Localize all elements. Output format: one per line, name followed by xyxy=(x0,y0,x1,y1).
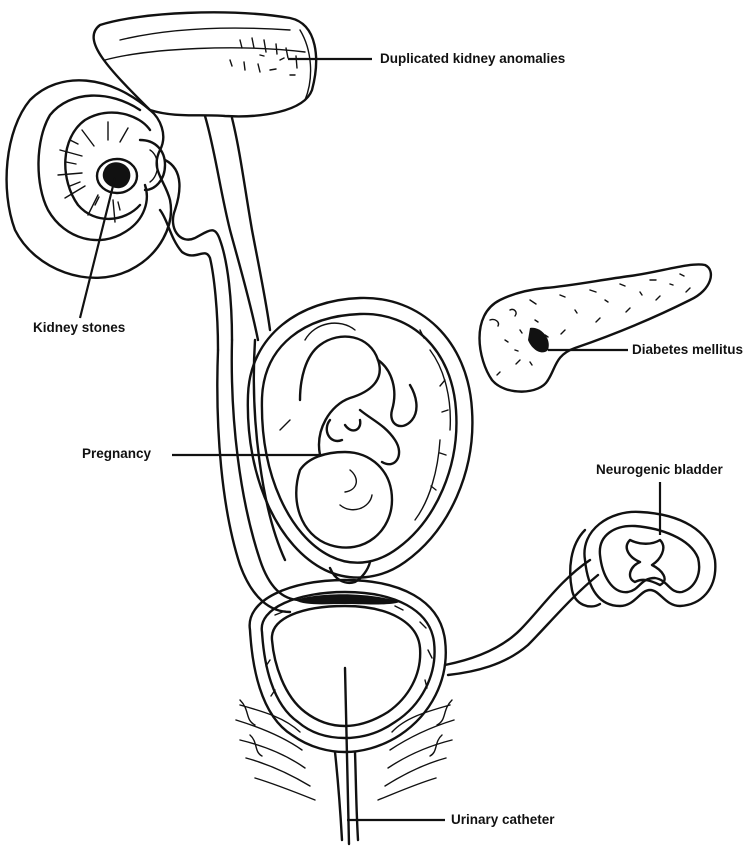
label-urinary-catheter: Urinary catheter xyxy=(451,812,555,827)
pelvic-floor xyxy=(235,699,455,801)
pregnant-uterus xyxy=(246,296,474,584)
label-kidney-stones: Kidney stones xyxy=(33,320,126,335)
ureters xyxy=(158,114,302,614)
leader-lines xyxy=(78,57,662,822)
kidney-cross-section xyxy=(5,79,173,279)
label-duplicated-kidney: Duplicated kidney anomalies xyxy=(380,51,566,66)
bladder xyxy=(248,578,447,842)
spinal-cord xyxy=(443,510,717,677)
leader-kidney-stones xyxy=(78,177,117,319)
urinary-catheter xyxy=(343,666,351,846)
label-pregnancy: Pregnancy xyxy=(82,446,152,461)
pancreas xyxy=(478,263,713,393)
label-neurogenic-bladder: Neurogenic bladder xyxy=(596,462,723,477)
duplicated-kidney xyxy=(92,11,318,118)
kidney-stone xyxy=(95,157,139,195)
label-diabetes: Diabetes mellitus xyxy=(632,342,744,357)
